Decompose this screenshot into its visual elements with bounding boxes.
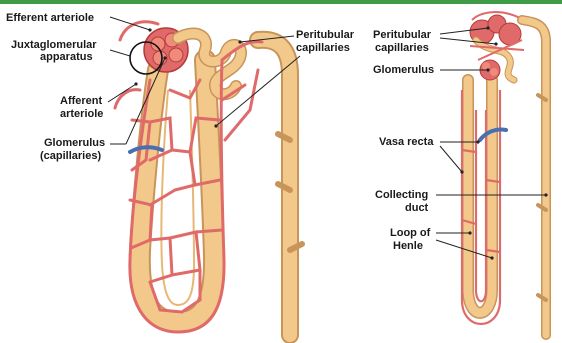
- right-nephron-illustration: [462, 12, 546, 335]
- label-peritubular-left-1: Peritubular: [296, 29, 355, 41]
- label-glomerulus-2: (capillaries): [40, 150, 101, 162]
- label-vasa-recta: Vasa recta: [379, 136, 434, 148]
- label-glomerulus-right: Glomerulus: [373, 64, 434, 76]
- right-collecting-duct: [522, 20, 546, 335]
- right-labels: Peritubular capillaries Glomerulus Vasa …: [373, 26, 548, 259]
- label-peritubular-right-2: capillaries: [375, 42, 429, 54]
- label-afferent-2: arteriole: [60, 108, 103, 120]
- label-glomerulus-1: Glomerulus: [44, 137, 105, 149]
- label-afferent-1: Afferent: [60, 95, 103, 107]
- label-loop-henle-2: Henle: [393, 240, 423, 252]
- label-juxtaglomerular-2: apparatus: [40, 51, 93, 63]
- label-collecting-1: Collecting: [375, 189, 428, 201]
- label-collecting-2: duct: [405, 202, 429, 214]
- label-peritubular-right-1: Peritubular: [373, 29, 432, 41]
- label-juxtaglomerular-1: Juxtaglomerular: [11, 39, 97, 51]
- label-loop-henle-1: Loop of: [390, 227, 431, 239]
- label-efferent-arteriole: Efferent arteriole: [6, 12, 94, 24]
- left-nephron-illustration: [115, 22, 302, 335]
- label-peritubular-left-2: capillaries: [296, 42, 350, 54]
